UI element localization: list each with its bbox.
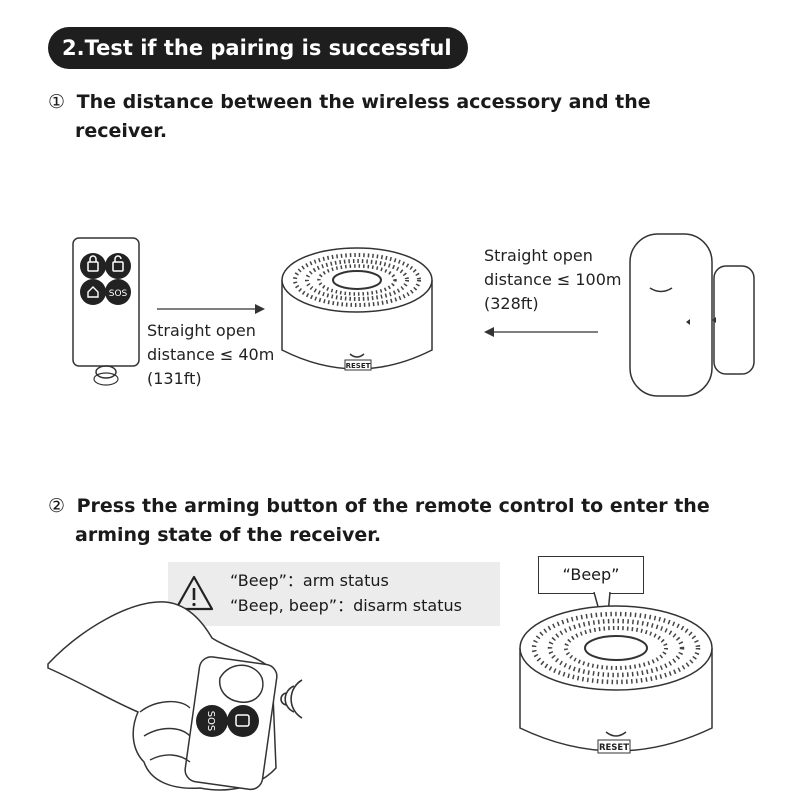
remote-distance-line-3: (131ft) bbox=[147, 369, 202, 388]
reset-label-2: RESET bbox=[599, 743, 629, 753]
remote-distance-line-2: distance ≤ 40m bbox=[147, 345, 275, 364]
sos-label: SOS bbox=[109, 289, 128, 299]
hand-remote-sos-label: SOS bbox=[205, 711, 216, 732]
sensor-distance-line-1: Straight open bbox=[484, 246, 593, 265]
arrow-left-icon bbox=[484, 327, 598, 337]
step-1-line-1: The distance between the wireless access… bbox=[76, 91, 651, 113]
alarm-hub-illustration: RESET bbox=[281, 247, 433, 371]
hand-pressing-remote-illustration: SOS bbox=[47, 601, 303, 791]
warning-box: “Beep”：arm status “Beep, beep”：disarm st… bbox=[168, 562, 500, 626]
door-sensor-illustration bbox=[629, 233, 755, 397]
step-1-line-2: receiver. bbox=[75, 120, 168, 142]
section-title: 2.Test if the pairing is successful bbox=[48, 27, 468, 69]
sensor-distance-text: Straight open distance ≤ 100m (328ft) bbox=[484, 244, 622, 316]
step-2-line-1: Press the arming button of the remote co… bbox=[76, 495, 710, 517]
step-2-number: ② bbox=[48, 495, 66, 517]
sensor-distance-line-3: (328ft) bbox=[484, 294, 539, 313]
step-2-line-2: arming state of the receiver. bbox=[75, 524, 382, 546]
remote-distance-line-1: Straight open bbox=[147, 321, 256, 340]
step-1-text: ① The distance between the wireless acce… bbox=[48, 88, 651, 146]
sensor-distance-line-2: distance ≤ 100m bbox=[484, 270, 622, 289]
step-1-number: ① bbox=[48, 91, 66, 113]
arrow-right-icon bbox=[157, 304, 265, 314]
warning-disarm-text: “Beep, beep”：disarm status bbox=[230, 596, 462, 615]
remote-distance-text: Straight open distance ≤ 40m (131ft) bbox=[147, 319, 274, 391]
reset-label: RESET bbox=[346, 362, 371, 370]
beep-speech-bubble: “Beep” bbox=[538, 556, 644, 594]
warning-arm-text: “Beep”：arm status bbox=[230, 571, 389, 590]
remote-control-illustration: SOS bbox=[72, 237, 140, 386]
step-2-text: ② Press the arming button of the remote … bbox=[48, 492, 710, 550]
alarm-hub-beeping-illustration: RESET bbox=[519, 605, 713, 754]
warning-triangle-icon bbox=[174, 575, 214, 611]
